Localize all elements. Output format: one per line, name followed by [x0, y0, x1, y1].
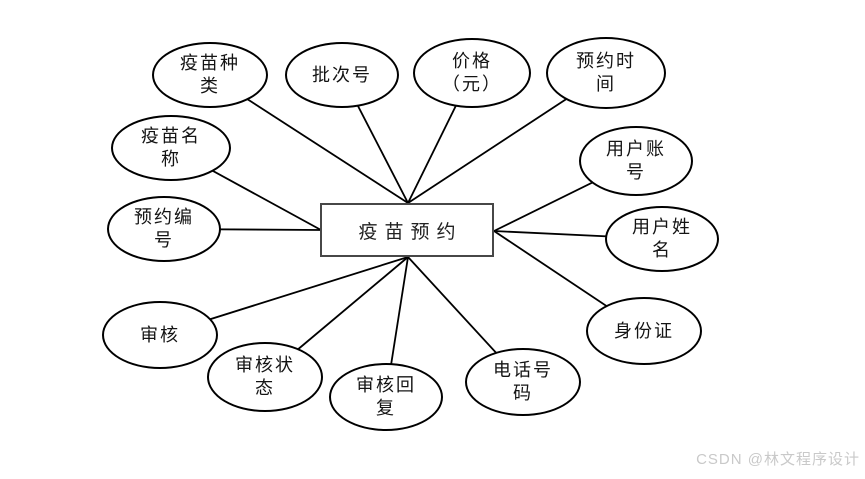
attribute-ellipse-phone-number: 电话号 码: [465, 348, 581, 416]
attribute-ellipse-batch-number: 批次号: [285, 42, 399, 108]
attribute-ellipse-appointment-number: 预约编 号: [107, 196, 221, 262]
attribute-ellipse-user-account: 用户账 号: [579, 126, 693, 196]
attribute-ellipse-price-yuan: 价格 （元）: [413, 38, 531, 108]
attribute-ellipse-appointment-time: 预约时 间: [546, 37, 666, 109]
attribute-ellipse-review-reply: 审核回 复: [329, 363, 443, 431]
attribute-ellipse-user-name: 用户姓 名: [605, 206, 719, 272]
attribute-ellipse-vaccine-type: 疫苗种 类: [152, 42, 268, 108]
attribute-ellipse-review-status: 审核状 态: [207, 342, 323, 412]
entity-box-vaccine-appointment: 疫苗预约: [320, 203, 494, 257]
attribute-ellipse-vaccine-name: 疫苗名 称: [111, 115, 231, 181]
watermark: CSDN @林文程序设计: [696, 451, 860, 468]
attribute-ellipse-review: 审核: [102, 301, 218, 369]
attribute-ellipse-id-card: 身份证: [586, 297, 702, 365]
